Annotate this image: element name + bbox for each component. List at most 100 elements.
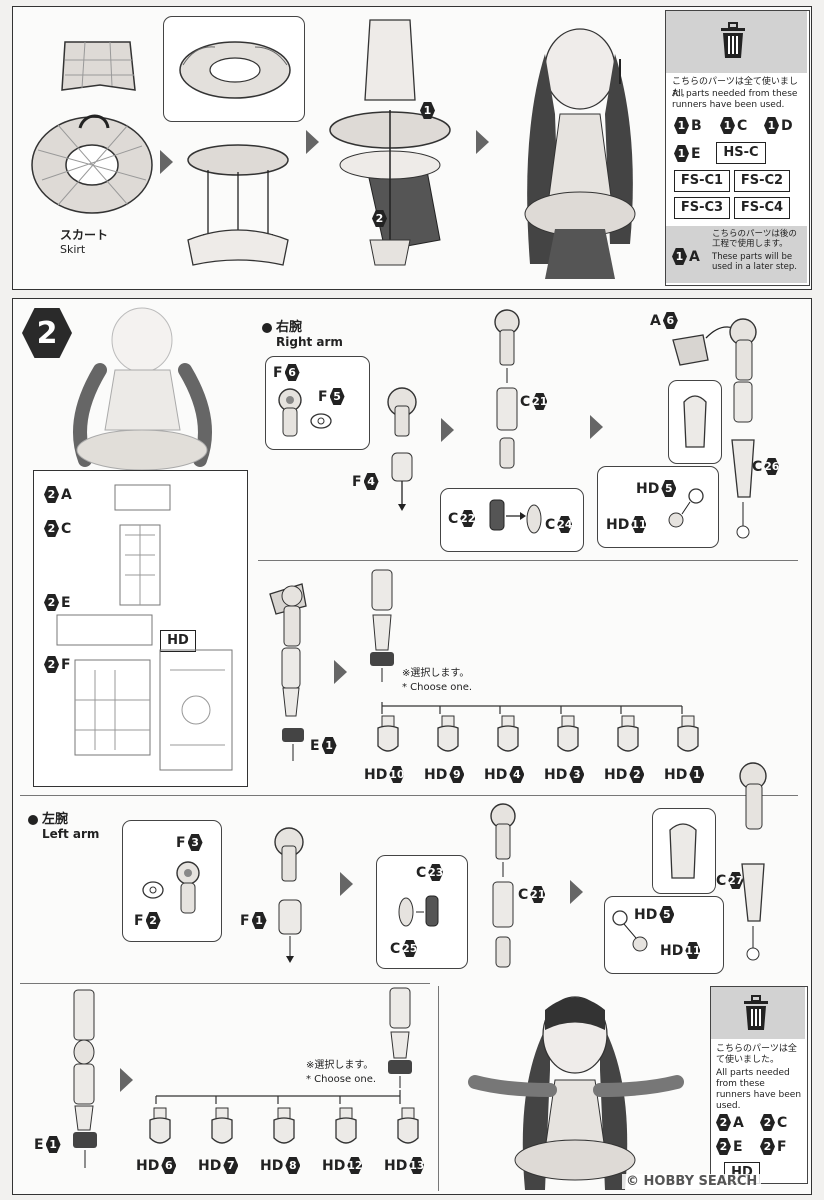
left-upper-arm-drawing: [274, 827, 304, 963]
runner-tag-fs-c4: FS-C4: [734, 197, 790, 219]
hand-part-drawing: [557, 715, 579, 752]
hand-part-drawing: [377, 715, 399, 752]
elbow-parts-drawing: [489, 499, 542, 534]
skirt-label-en: Skirt: [60, 243, 86, 256]
callout-1-marker: 1: [420, 102, 435, 119]
divider-line: [438, 986, 439, 1191]
left-arm-full-drawing: [73, 989, 97, 1168]
step-arrow: [340, 872, 353, 896]
right-forearm-drawing: [494, 309, 520, 469]
runner-tag-fs-c1: FS-C1: [674, 170, 730, 192]
right-arm-assembled-drawing: [729, 318, 757, 539]
step-arrow: [160, 150, 173, 174]
left-wrist-joint-drawing: [612, 910, 648, 952]
right-arm-title-jp: 右腕: [276, 320, 303, 335]
right-arm-full-drawing: [269, 583, 307, 761]
later-use-panel: [666, 226, 807, 283]
step-arrow: [476, 130, 489, 154]
trash-icon: [744, 995, 768, 1030]
left-choose-jp: ※選択します。: [306, 1060, 374, 1071]
right-arm-title-en: Right arm: [276, 335, 343, 349]
hand-part-drawing: [617, 715, 639, 752]
left-arm-title-en: Left arm: [42, 827, 100, 841]
used-parts-text-jp: こちらのパーツは全て使いました。: [672, 77, 798, 99]
figure-arms-illustration: [73, 307, 212, 471]
left-arm-shoulder-callout: [122, 820, 222, 942]
callout-2-marker: 2: [372, 210, 387, 227]
step-arrow: [570, 880, 583, 904]
watermark-copyright: ©: [626, 1174, 639, 1189]
left-hand-options-tree: [155, 1090, 401, 1104]
watermark-brand: HOBBY SEARCH: [643, 1174, 758, 1189]
skirt-frill-illustration: [179, 41, 291, 99]
step-number: 2: [36, 315, 58, 351]
skirt-label-jp: スカート: [60, 228, 109, 242]
left-shoulder-joint-drawing: [142, 861, 200, 914]
used-parts-bottom-jp: こちらのパーツは全て使いました。: [716, 1044, 797, 1065]
figure-complete-illustration: [468, 996, 684, 1190]
step-arrow: [441, 418, 454, 442]
wrist-joint-drawing: [668, 488, 704, 528]
hand-part-drawing: [397, 1107, 419, 1144]
left-arm-assembled-drawing: [739, 762, 767, 961]
left-elbow-parts-drawing: [398, 895, 439, 927]
step-arrow: [306, 130, 319, 154]
skirt-ring-illustration: [31, 114, 153, 214]
runner-tag-hd: HD: [160, 630, 196, 652]
runner-tag-hs-c: HS-C: [716, 142, 766, 164]
left-arm-title-jp: 左腕: [42, 812, 69, 827]
right-choose-en: * Choose one.: [402, 682, 473, 693]
runner-tag-fs-c3: FS-C3: [674, 197, 730, 219]
left-choose-en: * Choose one.: [306, 1074, 377, 1085]
hand-part-drawing: [677, 715, 699, 752]
right-choose-jp: ※選択します。: [402, 668, 470, 679]
right-hand-options-tree: [381, 702, 683, 714]
runner-sprue-drawings: [56, 484, 233, 771]
hand-part-drawing: [211, 1107, 233, 1144]
left-arm-title: 左腕 Left arm: [28, 808, 99, 841]
runner-tag-fs-c2: FS-C2: [734, 170, 790, 192]
wrist-joint-callout: [597, 466, 719, 548]
divider-line: [258, 560, 798, 561]
skirt-layers-illustration: [187, 144, 289, 266]
trash-icon: [721, 22, 745, 58]
step-arrow: [120, 1068, 133, 1092]
hand-part-drawing: [437, 715, 459, 752]
step-arrow: [590, 415, 603, 439]
later-use-text-en: These parts will be used in a later step…: [712, 252, 797, 272]
figure-waist-illustration: [329, 19, 451, 266]
cuff-inner-drawing: [683, 395, 707, 448]
figure-assembled-illustration: [524, 28, 636, 279]
